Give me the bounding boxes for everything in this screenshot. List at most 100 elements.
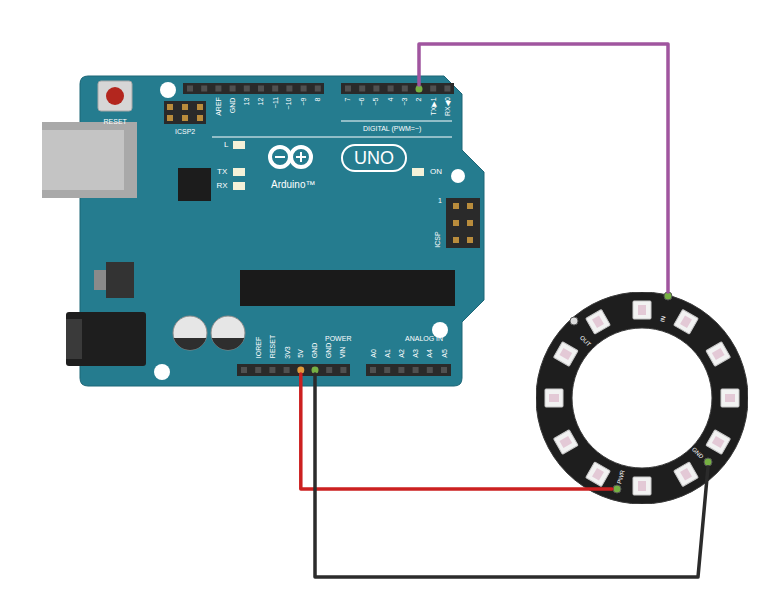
rgb-led — [586, 462, 611, 487]
led-die — [680, 468, 692, 481]
reset-button-cap — [106, 87, 124, 105]
ring-board — [536, 292, 748, 504]
header-pin — [398, 367, 404, 373]
silkscreen-label: A1 — [383, 349, 390, 358]
rgb-led — [721, 389, 739, 407]
board-logo-text: Arduino™ — [271, 180, 315, 190]
silkscreen-label: A2 — [398, 349, 405, 358]
silkscreen-label: A5 — [440, 349, 447, 358]
rgb-led — [674, 309, 699, 334]
led-body — [706, 342, 731, 367]
power-jack-face — [66, 319, 82, 359]
header-pin — [388, 86, 394, 92]
logo-outline — [342, 145, 406, 171]
silkscreen-label: ICSP — [434, 231, 441, 247]
silkscreen-label: TX▶1 — [430, 97, 437, 115]
header-pin — [467, 203, 473, 209]
led-body — [633, 301, 651, 319]
logo-minus — [275, 156, 285, 158]
header-strip — [237, 364, 350, 376]
led-body — [674, 309, 699, 334]
silkscreen-label: ON — [430, 168, 442, 176]
header-pin — [167, 115, 173, 121]
jumper-wire — [419, 44, 668, 292]
led-body — [706, 430, 731, 455]
ring-pad: GND — [689, 441, 727, 467]
header-pin — [201, 86, 207, 92]
icsp-header — [446, 198, 480, 248]
silkscreen-label: POWER — [325, 335, 351, 342]
power-jack — [66, 312, 146, 366]
silkscreen-label: 1 — [438, 197, 442, 204]
header-pin — [197, 115, 203, 121]
header-pin — [441, 367, 447, 373]
silkscreen-label: TX — [217, 168, 227, 176]
header-pin — [284, 367, 290, 373]
usb-chip — [178, 168, 211, 201]
status-led — [233, 168, 245, 176]
ring-pad: PWR — [612, 468, 632, 497]
led-die — [638, 481, 646, 491]
led-die — [559, 348, 572, 360]
mounting-hole — [451, 169, 465, 183]
header-strip — [366, 364, 451, 376]
ring-pin-pad — [704, 458, 712, 466]
led-die — [712, 348, 725, 360]
header-pin — [182, 104, 188, 110]
ring-pin-pad — [570, 317, 578, 325]
silkscreen-label: 12 — [257, 97, 264, 105]
led-die — [680, 315, 692, 328]
header-pin — [269, 367, 275, 373]
silkscreen-label: RX — [217, 182, 228, 190]
header-pin — [312, 367, 318, 373]
mounting-hole — [160, 82, 176, 98]
silkscreen-label: IOREF — [255, 337, 262, 358]
silkscreen-label: ~10 — [286, 97, 293, 109]
silkscreen-label: ~9 — [300, 97, 307, 105]
capacitor-band — [174, 338, 207, 350]
silkscreen-label: VIN — [340, 346, 347, 358]
led-body — [553, 430, 578, 455]
header-pin — [167, 104, 173, 110]
ring-pin-pad — [664, 292, 672, 300]
silkscreen-label: L — [224, 141, 228, 149]
voltage-regulator — [106, 262, 134, 298]
header-pin — [197, 104, 203, 110]
icsp-header — [164, 101, 206, 124]
led-body — [586, 462, 611, 487]
silkscreen-label: GND — [229, 97, 236, 113]
led-die — [592, 315, 604, 328]
rgb-led — [553, 342, 578, 367]
ring-pad: IN — [655, 292, 681, 327]
silkscreen-label: 13 — [243, 97, 250, 105]
voltage-regulator-tab — [94, 270, 106, 290]
led-body — [545, 389, 563, 407]
led-body — [721, 389, 739, 407]
pin-header: 2 — [413, 85, 425, 113]
header-pins — [167, 86, 473, 374]
silkscreen-label: ICSP2 — [175, 128, 195, 135]
header-pin — [345, 86, 351, 92]
wired-pin-pad — [416, 86, 423, 93]
header-pin — [373, 86, 379, 92]
header-pin — [467, 237, 473, 243]
header-pin — [340, 367, 346, 373]
header-pin — [187, 86, 193, 92]
header-pin — [255, 367, 261, 373]
rgb-led — [674, 462, 699, 487]
reset-button — [98, 81, 132, 111]
header-pin — [244, 86, 250, 92]
pin-label: 5V — [297, 349, 304, 358]
header-pin — [416, 86, 422, 92]
header-strip — [341, 83, 454, 94]
silkscreen-label: RESET — [269, 335, 276, 358]
header-pin — [315, 86, 321, 92]
header-pin — [301, 86, 307, 92]
header-pin — [258, 86, 264, 92]
led-body — [633, 477, 651, 495]
silkscreen-label: ~5 — [373, 97, 380, 105]
header-pin — [241, 367, 247, 373]
header-pin — [413, 367, 419, 373]
